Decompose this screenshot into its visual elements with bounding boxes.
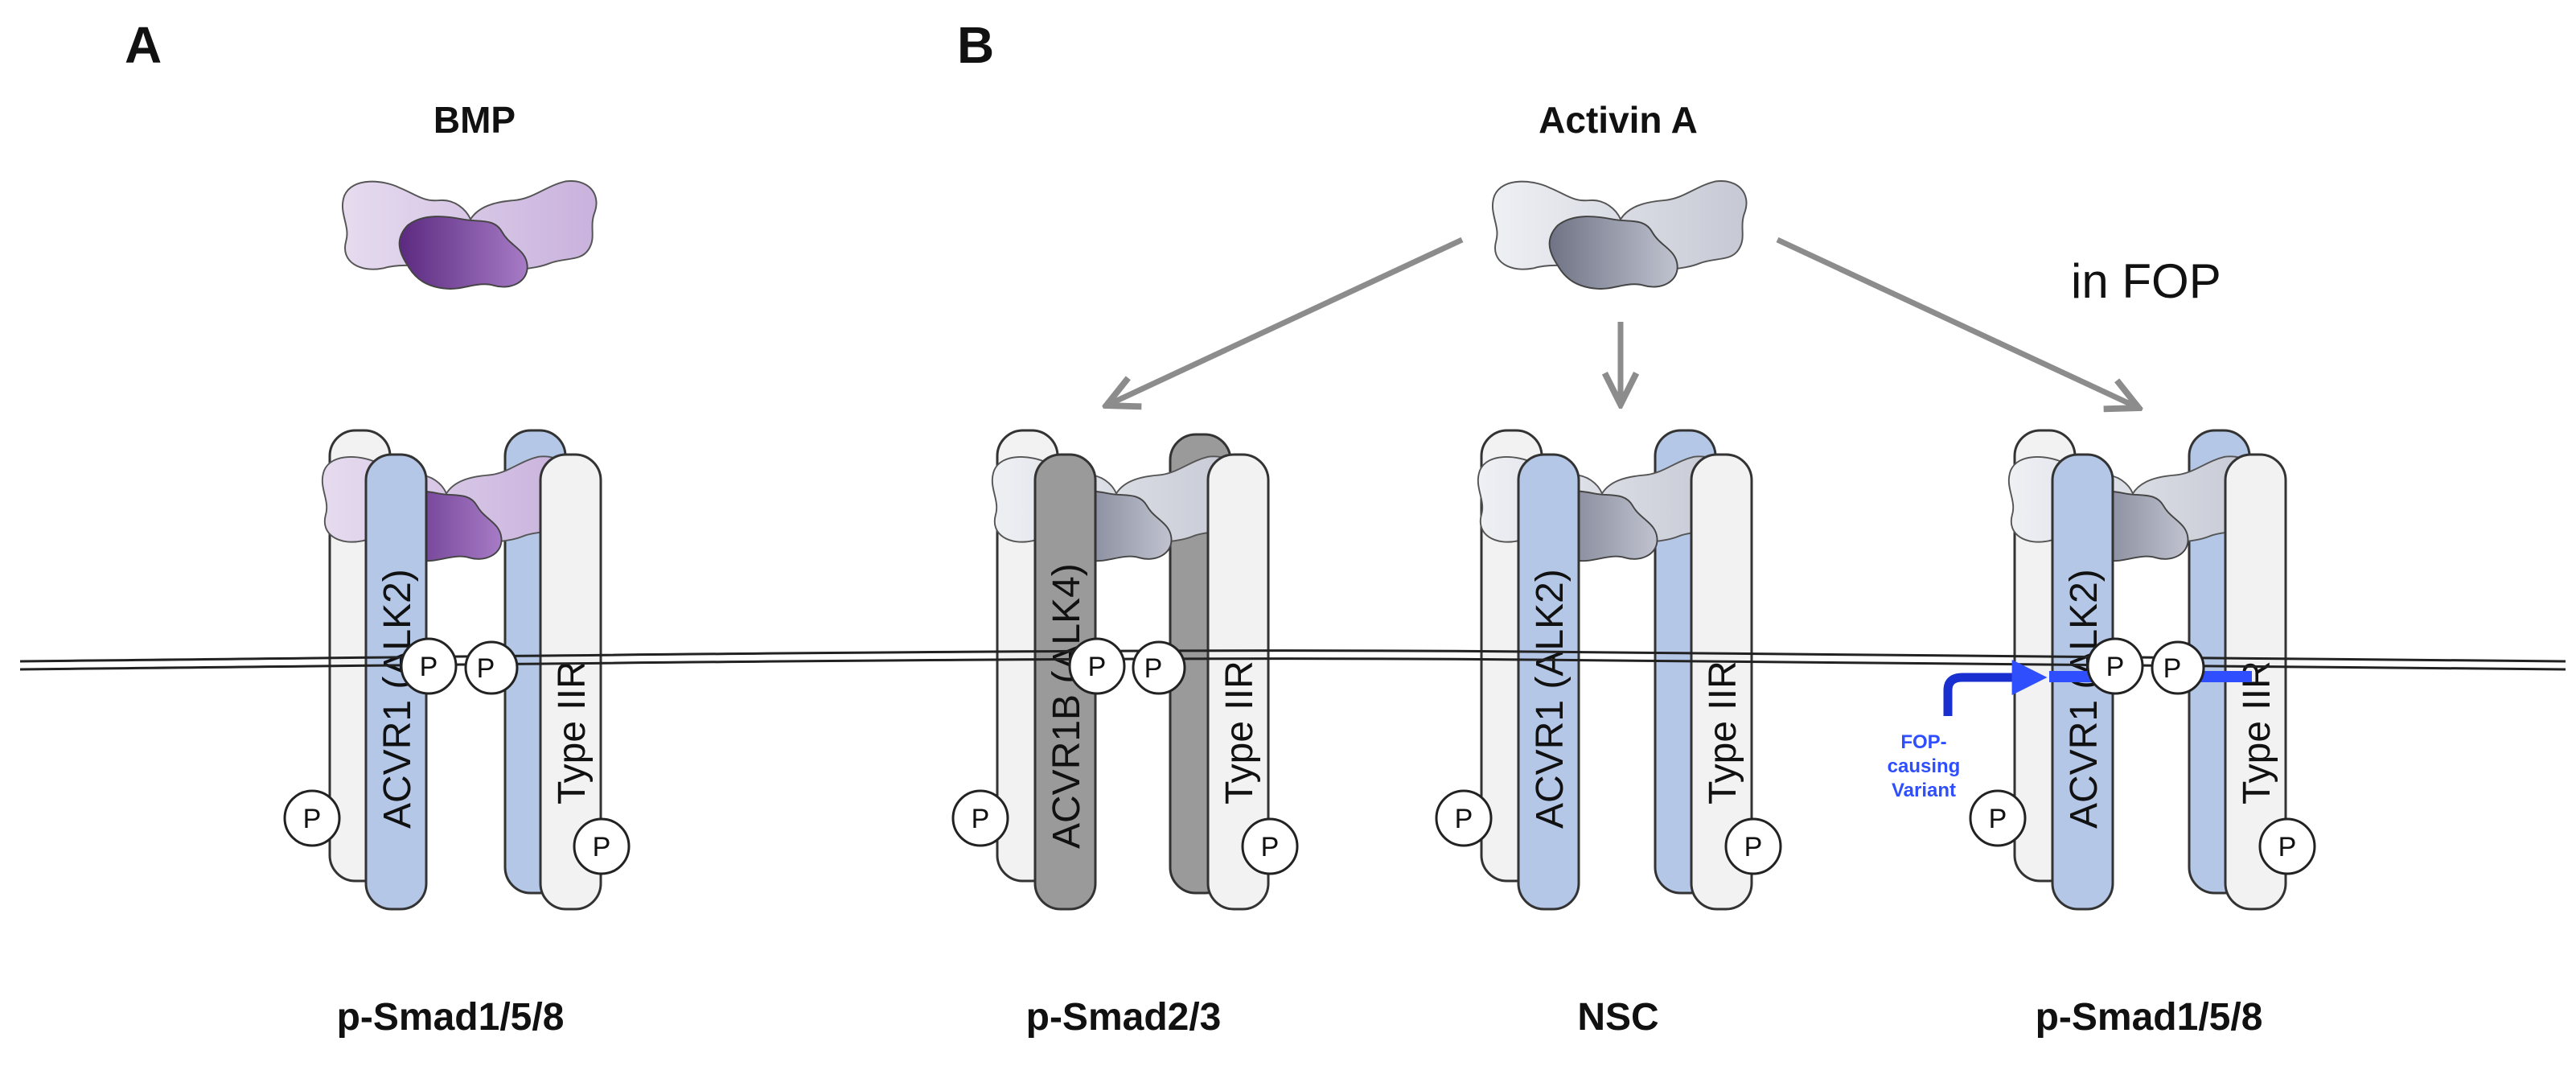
acvr1-label: ACVR1 (ALK2) <box>376 569 419 829</box>
outcome-bmp: p-Smad1/5/8 <box>337 996 565 1039</box>
phospho-group-b1: P P P P <box>951 637 1299 875</box>
acvr1-receptor <box>1517 453 1580 911</box>
receptor-complex-alk4: ACVR1B (ALK4) Type IIR <box>991 429 1270 911</box>
variant-label-line3: Variant <box>1892 780 1956 801</box>
phospho-circle <box>1068 637 1126 695</box>
receptor-complex-bmp: ACVR1 (ALK2) Type IIR <box>321 429 602 911</box>
phospho-circle <box>1724 817 1782 875</box>
phospho-circle <box>1435 789 1493 847</box>
phospho-circle <box>464 640 519 695</box>
phospho-label: P <box>593 832 611 862</box>
phospho-circle <box>2258 817 2316 875</box>
phospho-circle <box>400 637 458 695</box>
phospho-label: P <box>2163 653 2182 684</box>
phospho-circle <box>573 817 631 875</box>
phospho-label: P <box>2106 652 2125 682</box>
bmp-label: BMP <box>433 99 516 141</box>
phospho-circle <box>951 789 1009 847</box>
phospho-circle <box>1969 789 2027 847</box>
phospho-circle <box>1132 640 1186 695</box>
type2-receptor <box>1690 453 1753 911</box>
phospho-label: P <box>303 804 322 834</box>
type2-receptor <box>539 453 602 911</box>
activin-ligand <box>1491 180 1748 290</box>
variant-arrow-icon <box>1943 660 2048 716</box>
arrow-to-alk4 <box>1110 237 1464 404</box>
phospho-circle <box>1241 817 1299 875</box>
type2-label: Type IIR <box>551 661 594 805</box>
phospho-label: P <box>1144 653 1163 684</box>
phospho-circle <box>2151 640 2205 695</box>
outcome-alk4: p-Smad2/3 <box>1026 996 1222 1039</box>
bmp-ligand <box>341 180 598 290</box>
type2-label: Type IIR <box>2236 661 2278 805</box>
phospho-label: P <box>2278 832 2297 862</box>
activin-label: Activin A <box>1539 99 1698 141</box>
in-fop-annotation: in FOP <box>2071 254 2221 308</box>
phospho-circle <box>283 789 341 847</box>
receptor-complex-fop: ACVR1 (ALK2) Type IIR <box>2007 429 2287 911</box>
outcome-fop: p-Smad1/5/8 <box>2036 996 2263 1039</box>
phospho-label: P <box>1989 804 2007 834</box>
type2-label: Type IIR <box>1218 661 1261 805</box>
phospho-circle <box>2086 637 2144 695</box>
acvr1b-label: ACVR1B (ALK4) <box>1046 563 1088 849</box>
phospho-group-b3: P P P P <box>1969 637 2316 875</box>
phospho-label: P <box>1261 832 1280 862</box>
arrow-to-alk2-fop <box>1776 237 2135 406</box>
variant-label-line2: causing <box>1888 755 1961 777</box>
phospho-group-b2: P P <box>1435 789 1782 875</box>
phospho-label: P <box>1088 652 1107 682</box>
phospho-label: P <box>1744 832 1763 862</box>
phospho-label: P <box>972 804 990 834</box>
panel-label-b: B <box>957 16 994 74</box>
phospho-group-a: P P P P <box>283 637 631 875</box>
phospho-label: P <box>1455 804 1473 834</box>
acvr1-label: ACVR1 (ALK2) <box>1529 569 1571 829</box>
panel-label-a: A <box>125 16 162 74</box>
phospho-label: P <box>420 652 438 682</box>
outcome-nsc: NSC <box>1577 996 1658 1039</box>
receptor-complex-nsc: ACVR1 (ALK2) Type IIR <box>1477 429 1753 911</box>
type2-receptor <box>1206 453 1270 911</box>
acvr1-label: ACVR1 (ALK2) <box>2063 569 2106 829</box>
variant-label-line1: FOP- <box>1900 731 1946 753</box>
phospho-label: P <box>477 653 495 684</box>
type2-label: Type IIR <box>1702 661 1744 805</box>
